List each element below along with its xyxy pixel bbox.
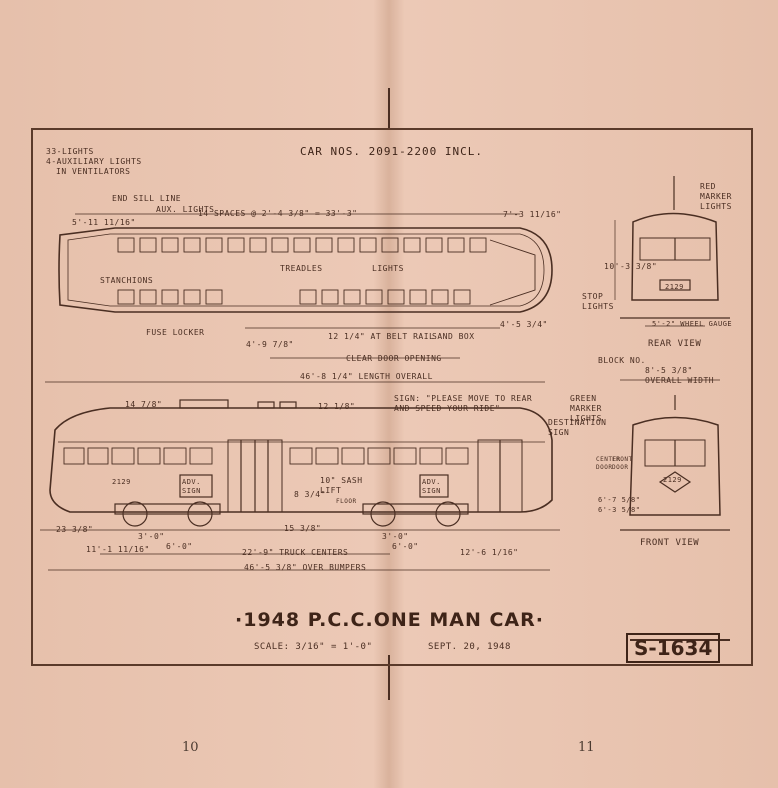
drawing-number: S-1634 [626,633,721,663]
red-marker-label: RED MARKER LIGHTS [700,182,732,211]
side-car-number: 2129 [112,478,131,486]
block-no-label: BLOCK NO. [598,356,646,365]
page-number-right: 11 [578,740,595,755]
right-dimension: 7'-3 11/16" [503,210,562,219]
lights-note-line: 33-LIGHTS [46,147,94,156]
page-number-left: 10 [182,740,199,755]
dimension-14: 14 7/8" [125,400,163,409]
drawing-border [31,128,753,666]
front-truck [114,501,221,527]
scale-label: SCALE: 3/16" = 1'-0" [254,642,373,652]
stanchions-label: STANCHIONS [100,276,154,285]
dimension-4-5: 4'-5 3/4" [500,320,548,329]
dimension-4-9: 4'-9 7/8" [246,340,294,349]
dimension-3-0: 3'-0" [138,532,165,541]
fuse-locker-label: FUSE LOCKER [146,328,205,337]
lights-note: 33-LIGHTS 4-AUXILIARY LIGHTS IN VENTILAT… [46,147,142,177]
lights-note-line: 4-AUXILIARY LIGHTS [46,157,142,166]
rear-view-caption: REAR VIEW [648,339,702,349]
dimension-15: 15 3/8" [284,524,322,533]
rear-view-outline [631,212,719,301]
lights-note-line: IN VENTILATORS [56,167,131,176]
front-door-label: FRONT DOOR [612,456,633,471]
side-elevation-outline [49,407,553,513]
clear-door-label: CLEAR DOOR OPENING [346,354,442,363]
spaces-dimension: 14 SPACES @ 2'-4 3/8" = 33'-3" [198,209,358,218]
dimension-11: 11'-1 11/16" [86,545,150,554]
dimension-6-0: 6'-0" [166,542,193,551]
lights-label: LIGHTS [372,264,404,273]
over-bumpers-label: 46'-5 3/8" OVER BUMPERS [244,563,367,572]
plan-view-outline [58,227,553,313]
front-dim-b: 6'-3 5/8" [598,506,641,514]
sign-note: SIGN: "PLEASE MOVE TO REAR AND SPEED YOU… [394,394,533,413]
left-dimension: 5'-11 11/16" [72,218,136,227]
front-dim-a: 6'-7 5/8" [598,496,641,504]
end-sill-label: END SILL LINE [112,194,182,203]
belt-rail-label: 12 1/4" AT BELT RAIL [328,332,435,341]
overall-width-label: 8'-5 3/8" OVERALL WIDTH [645,366,715,385]
length-overall-label: 46'-8 1/4" LENGTH OVERALL [300,372,433,381]
treadles-label: TREADLES [280,264,323,273]
dimension-12-6: 12'-6 1/16" [460,548,519,557]
dimension-8: 8 3/4" [294,490,326,499]
sand-box-label: SAND BOX [432,332,475,341]
aux-lights-label: AUX. LIGHTS [156,205,215,214]
adv-sign-label-right: ADV. SIGN [422,478,441,495]
front-car-number: 2129 [663,476,682,484]
sash-lift-label: 10" SASH LIFT [320,476,363,495]
wheel-gauge-label: 5'-2" WHEEL GAUGE [652,320,733,328]
rear-truck [362,501,469,527]
date-label: SEPT. 20, 1948 [428,642,511,652]
rear-height-dim: 10'-3 3/8" [604,262,658,271]
rear-car-number: 2129 [665,283,684,291]
front-view-outline [629,416,721,516]
front-view-caption: FRONT VIEW [640,538,700,548]
dimension-12: 12 1/8" [318,402,356,411]
green-marker-label: GREEN MARKER LIGHTS [570,394,602,423]
dimension-6-0-right: 6'-0" [392,542,419,551]
truck-centers-label: 22'-9" TRUCK CENTERS [242,548,349,557]
drawing-header: CAR NOS. 2091-2200 INCL. [300,145,483,158]
stop-lights-label: STOP LIGHTS [582,292,614,311]
dimension-23: 23 3/8" [56,525,94,534]
center-door-label: CENTER DOOR [596,456,621,471]
adv-sign-label: ADV. SIGN [182,478,201,495]
destination-sign-label: DESTINATION SIGN [548,418,607,437]
floor-label: FLOOR [336,498,357,505]
dimension-3-0-right: 3'-0" [382,532,409,541]
drawing-title: ·1948 P.C.C.ONE MAN CAR· [235,609,544,631]
